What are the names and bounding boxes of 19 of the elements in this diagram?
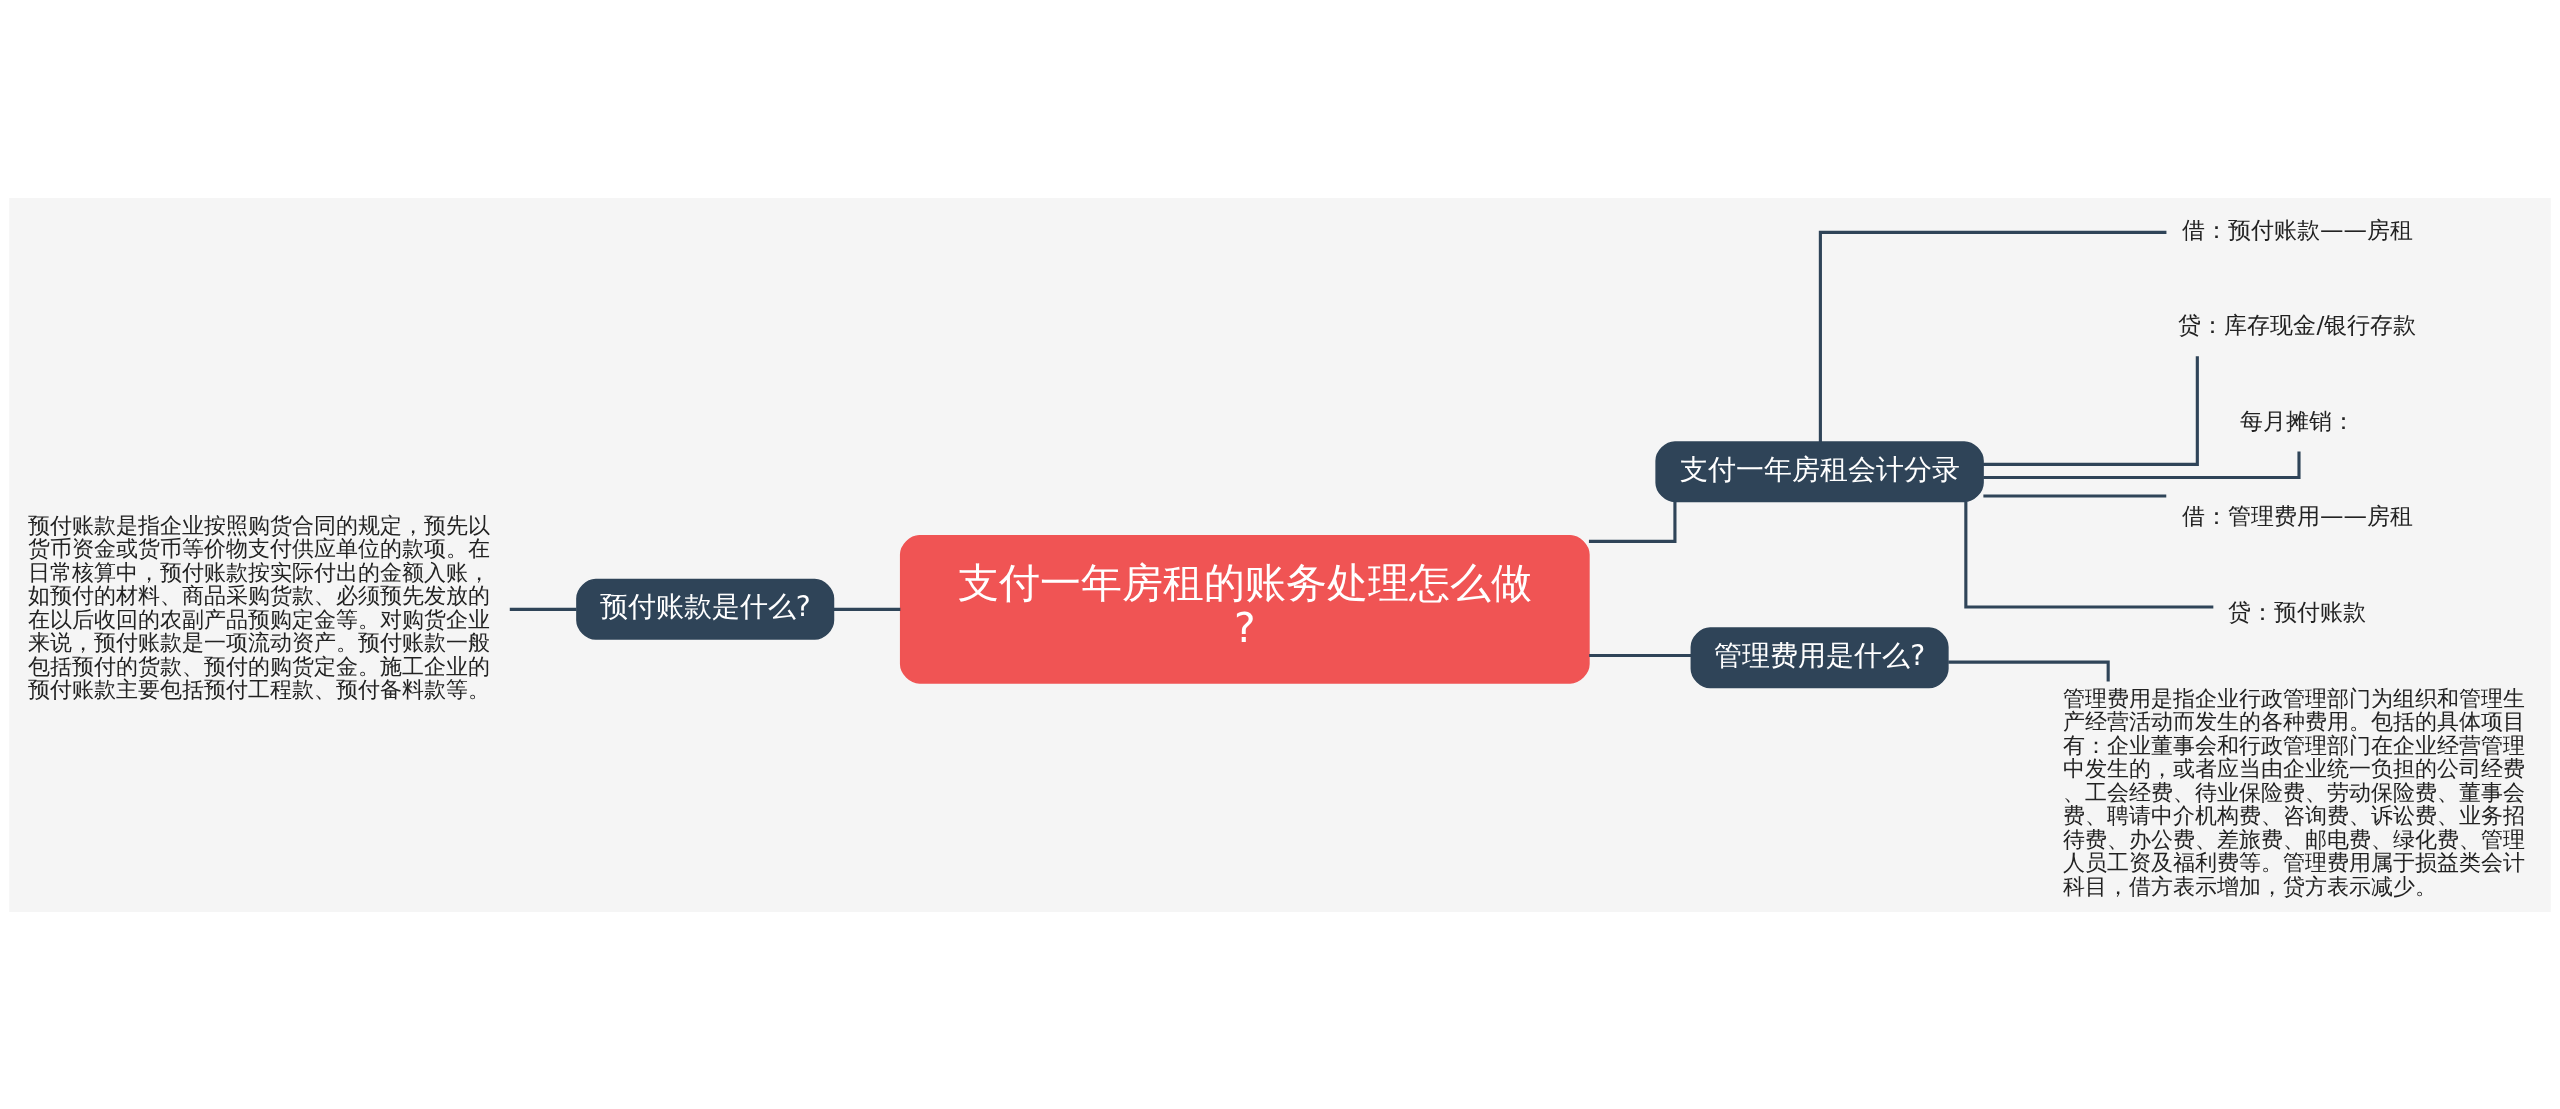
node-text: 贷：预付账款 bbox=[2228, 597, 2367, 626]
node-text: 贷：库存现金/银行存款 bbox=[2178, 310, 2417, 339]
connector bbox=[1589, 653, 1692, 657]
node-box: 管理费用是什么? bbox=[1690, 626, 1949, 688]
connector bbox=[1964, 501, 2214, 609]
node-box: 支付一年房租会计分录 bbox=[1655, 440, 1984, 502]
node-text: 借：预付账款——房租 bbox=[2181, 215, 2413, 244]
node-box: 支付一年房租的账务处理怎么做? bbox=[899, 534, 1590, 684]
node-text: 预付账款是指企业按照购货合同的规定，预先以货币资金或货币等价物支付供应单位的款项。在日常核算中，预付账款按实际付出的金额入账，如预付的材料、商品采购货款、必须预先发放的在以后收回的农副产品预购定金等。对购货企业来说，预付账款是一项流动资产。预付账款一般包括预付的货款、预付的购货定金。施工企业的预付账款主要包括预付工程款、预付备料款等。 bbox=[27, 512, 490, 702]
connector bbox=[1588, 501, 1677, 543]
node-text: 每月摊销： bbox=[2239, 406, 2355, 435]
connector bbox=[509, 607, 577, 611]
connector bbox=[1818, 230, 2167, 442]
connector bbox=[1983, 493, 2167, 498]
node-text: 借：管理费用——房租 bbox=[2181, 501, 2413, 530]
connector bbox=[833, 607, 901, 611]
node-text: 管理费用是指企业行政管理部门为组织和管理生产经营活动而发生的各种费用。包括的具体项目有：企业董事会和行政管理部门在企业经营管理中发生的，或者应当由企业统一负担的公司经费、工会经费、待业保险费、劳动保险费、董事会费、聘请中介机构费、咨询费、诉讼费、业务招待费、办公费、差旅费、邮电费、绿化费、管理人员工资及福利费等。管理费用属于损益类会计科目，借方表示增加，贷方表示减少。 bbox=[2062, 685, 2525, 899]
connector bbox=[1983, 355, 2199, 466]
node-box: 预付账款是什么? bbox=[576, 578, 835, 640]
